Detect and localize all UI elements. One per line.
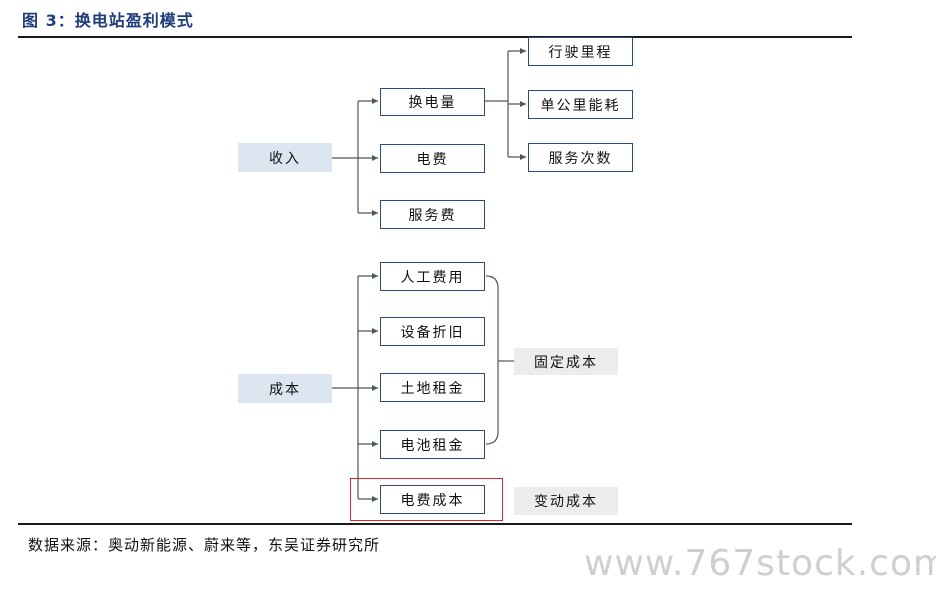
cost-root-node: 成本 xyxy=(238,374,332,403)
cost-item-depreciation: 设备折旧 xyxy=(380,317,485,346)
cost-item-land-rent: 土地租金 xyxy=(380,373,485,402)
revenue-item-swap-volume: 换电量 xyxy=(380,88,485,116)
source-note: 数据来源：奥动新能源、蔚来等，东吴证券研究所 xyxy=(28,536,381,554)
cost-item-battery-rent: 电池租金 xyxy=(380,430,485,459)
revenue-item-service-fee: 服务费 xyxy=(380,200,485,229)
variable-cost-label: 变动成本 xyxy=(514,487,618,515)
cost-item-labor: 人工费用 xyxy=(380,262,485,291)
driver-service-count: 服务次数 xyxy=(528,143,633,172)
fixed-cost-label: 固定成本 xyxy=(514,348,618,375)
watermark: www.767stock.com xyxy=(584,543,936,584)
driver-mileage: 行驶里程 xyxy=(528,37,633,66)
revenue-root-node: 收入 xyxy=(238,143,332,172)
variable-cost-highlight-frame xyxy=(350,478,503,521)
bottom-rule xyxy=(18,523,852,525)
top-rule xyxy=(18,36,852,38)
cost-item-electricity-cost: 电费成本 xyxy=(380,485,485,514)
figure-title: 图 3：换电站盈利模式 xyxy=(22,11,194,30)
revenue-item-electricity-fee: 电费 xyxy=(380,144,485,173)
driver-energy-per-km: 单公里能耗 xyxy=(528,90,633,119)
